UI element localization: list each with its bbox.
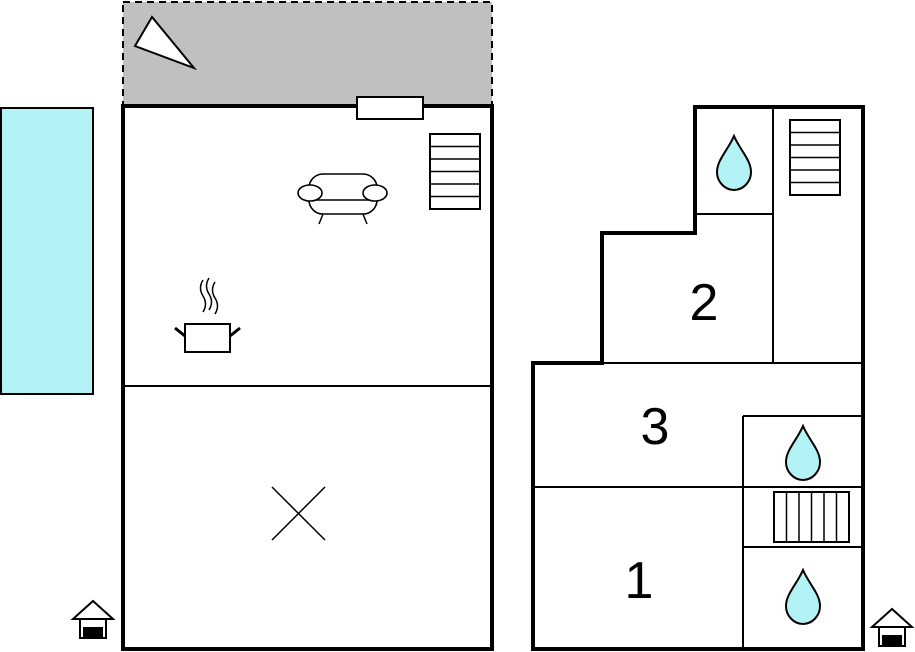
interior-walls bbox=[533, 107, 863, 649]
bed-cross-icon bbox=[271, 486, 326, 541]
water-drop-icon bbox=[784, 567, 822, 626]
stove-icon bbox=[174, 277, 241, 353]
pool bbox=[0, 107, 94, 395]
room-label-3: 3 bbox=[641, 398, 670, 456]
water-drop-icon bbox=[715, 133, 753, 192]
terrace bbox=[122, 1, 493, 107]
window-icon bbox=[356, 96, 424, 120]
sofa-icon bbox=[297, 173, 388, 225]
entrance-icon bbox=[70, 599, 116, 639]
left-building bbox=[121, 96, 494, 651]
room-label-1: 1 bbox=[625, 552, 654, 610]
entrance-icon bbox=[869, 607, 915, 647]
stairs-icon bbox=[773, 491, 850, 543]
room-label-2: 2 bbox=[690, 274, 719, 332]
stairs-icon bbox=[789, 119, 841, 196]
right-building bbox=[531, 105, 865, 651]
compass-icon bbox=[133, 15, 198, 71]
stairs-icon bbox=[429, 133, 481, 210]
water-drop-icon bbox=[784, 423, 822, 482]
